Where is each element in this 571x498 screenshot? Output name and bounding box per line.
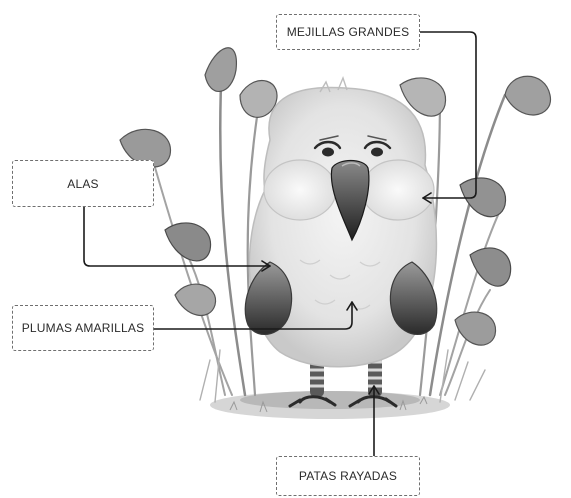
label-striped-legs: PATAS RAYADAS [276, 456, 420, 496]
label-big-cheeks: MEJILLAS GRANDES [276, 14, 420, 50]
label-yellow-feathers: PLUMAS AMARILLAS [12, 305, 154, 351]
label-wings: ALAS [12, 160, 154, 207]
